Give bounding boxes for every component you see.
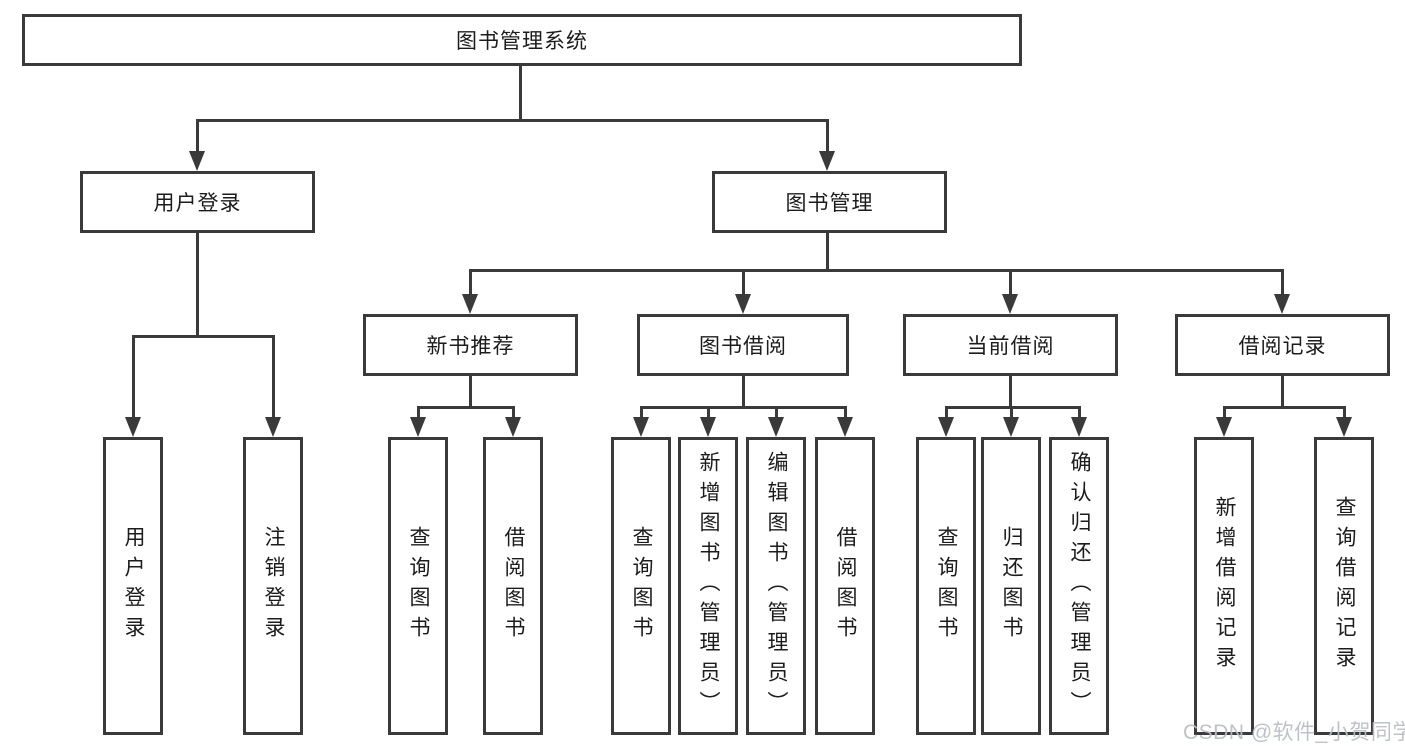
connector-drop xyxy=(1280,270,1284,298)
connector-stem xyxy=(195,233,199,338)
arrow-down-icon xyxy=(1216,417,1232,437)
arrow-down-icon xyxy=(1336,417,1352,437)
arrow-down-icon xyxy=(768,417,784,437)
arrow-down-icon xyxy=(505,417,521,437)
connector-stem xyxy=(741,376,745,409)
connector-drop xyxy=(511,407,515,421)
arrow-down-icon xyxy=(410,417,426,437)
connector-bus xyxy=(416,405,515,409)
connector-drop xyxy=(706,407,710,421)
leaf-confirm-return-admin-label: 确认归还（管理员） xyxy=(1068,451,1091,721)
connector-drop xyxy=(468,270,472,298)
connector-stem xyxy=(825,233,829,272)
arrow-down-icon xyxy=(700,417,716,437)
leaf-logout-login-label: 注销登录 xyxy=(262,526,285,646)
leaf-confirm-return-admin: 确认归还（管理员） xyxy=(1049,437,1109,735)
leaf-borrow-books-recommend-label: 借阅图书 xyxy=(502,526,525,646)
connector-drop xyxy=(944,407,948,421)
node-new-book-recommend: 新书推荐 xyxy=(363,314,578,376)
connector-bus xyxy=(944,405,1081,409)
connector-drop xyxy=(825,120,829,155)
connector-stem xyxy=(468,376,472,409)
node-root-label: 图书管理系统 xyxy=(456,30,588,53)
connector-drop xyxy=(639,407,643,421)
node-borrow-records: 借阅记录 xyxy=(1175,314,1390,376)
connector-drop xyxy=(271,336,275,421)
leaf-query-books-borrow: 查询图书 xyxy=(611,437,671,735)
connector-stem xyxy=(1008,376,1012,409)
node-new-book-recommend-label: 新书推荐 xyxy=(426,335,515,358)
connector-drop xyxy=(416,407,420,421)
arrow-down-icon xyxy=(938,417,954,437)
leaf-add-borrow-record-label: 新增借阅记录 xyxy=(1213,496,1236,676)
leaf-borrow-books: 借阅图书 xyxy=(815,437,875,735)
node-book-management: 图书管理 xyxy=(712,171,947,233)
arrow-down-icon xyxy=(1002,294,1018,314)
leaf-add-borrow-record: 新增借阅记录 xyxy=(1194,437,1254,735)
connector-bus xyxy=(468,268,1284,272)
connector-bus xyxy=(131,334,275,338)
leaf-borrow-books-recommend: 借阅图书 xyxy=(483,437,543,735)
connector-drop xyxy=(131,336,135,421)
leaf-query-books-recommend: 查询图书 xyxy=(388,437,448,735)
arrow-down-icon xyxy=(125,417,141,437)
arrow-down-icon xyxy=(837,417,853,437)
watermark: CSDN @软件_小贺同学 xyxy=(1183,721,1405,744)
leaf-query-borrow-record: 查询借阅记录 xyxy=(1314,437,1374,735)
arrow-down-icon xyxy=(1003,417,1019,437)
leaf-user-login: 用户登录 xyxy=(103,437,163,735)
connector-drop xyxy=(843,407,847,421)
leaf-query-books-recommend-label: 查询图书 xyxy=(407,526,430,646)
leaf-logout-login: 注销登录 xyxy=(243,437,303,735)
leaf-query-books-current: 查询图书 xyxy=(916,437,976,735)
node-current-borrowing: 当前借阅 xyxy=(903,314,1118,376)
arrow-down-icon xyxy=(633,417,649,437)
connector-drop xyxy=(1008,270,1012,298)
node-book-management-label: 图书管理 xyxy=(785,192,874,215)
leaf-add-books-admin: 新增图书（管理员） xyxy=(678,437,738,735)
leaf-user-login-label: 用户登录 xyxy=(122,526,145,646)
arrow-down-icon xyxy=(265,417,281,437)
leaf-borrow-books-label: 借阅图书 xyxy=(834,526,857,646)
leaf-query-books-borrow-label: 查询图书 xyxy=(630,526,653,646)
leaf-query-borrow-record-label: 查询借阅记录 xyxy=(1333,496,1356,676)
leaf-edit-books-admin: 编辑图书（管理员） xyxy=(746,437,806,735)
node-book-borrowing: 图书借阅 xyxy=(637,314,849,376)
arrow-down-icon xyxy=(1071,417,1087,437)
connector-drop xyxy=(1009,407,1013,421)
leaf-query-books-current-label: 查询图书 xyxy=(935,526,958,646)
leaf-return-books: 归还图书 xyxy=(981,437,1041,735)
node-user-login-label: 用户登录 xyxy=(153,192,242,215)
leaf-edit-books-admin-label: 编辑图书（管理员） xyxy=(765,451,788,721)
arrow-down-icon xyxy=(819,151,835,171)
connector-bus xyxy=(639,405,847,409)
connector-drop xyxy=(195,120,199,155)
connector-drop xyxy=(741,270,745,298)
node-user-login: 用户登录 xyxy=(80,171,315,233)
node-current-borrowing-label: 当前借阅 xyxy=(966,335,1055,358)
connector-stem xyxy=(518,66,522,122)
connector-stem xyxy=(1280,376,1284,409)
connector-drop xyxy=(1222,407,1226,421)
arrow-down-icon xyxy=(735,294,751,314)
connector-drop xyxy=(1077,407,1081,421)
connector-bus xyxy=(1222,405,1346,409)
node-borrow-records-label: 借阅记录 xyxy=(1238,335,1327,358)
arrow-down-icon xyxy=(189,151,205,171)
arrow-down-icon xyxy=(1274,294,1290,314)
connector-drop xyxy=(1342,407,1346,421)
arrow-down-icon xyxy=(462,294,478,314)
node-book-borrowing-label: 图书借阅 xyxy=(699,335,787,358)
leaf-return-books-label: 归还图书 xyxy=(1000,526,1023,646)
leaf-add-books-admin-label: 新增图书（管理员） xyxy=(697,451,720,721)
connector-bus xyxy=(195,118,829,122)
node-root: 图书管理系统 xyxy=(22,14,1022,66)
connector-drop xyxy=(774,407,778,421)
